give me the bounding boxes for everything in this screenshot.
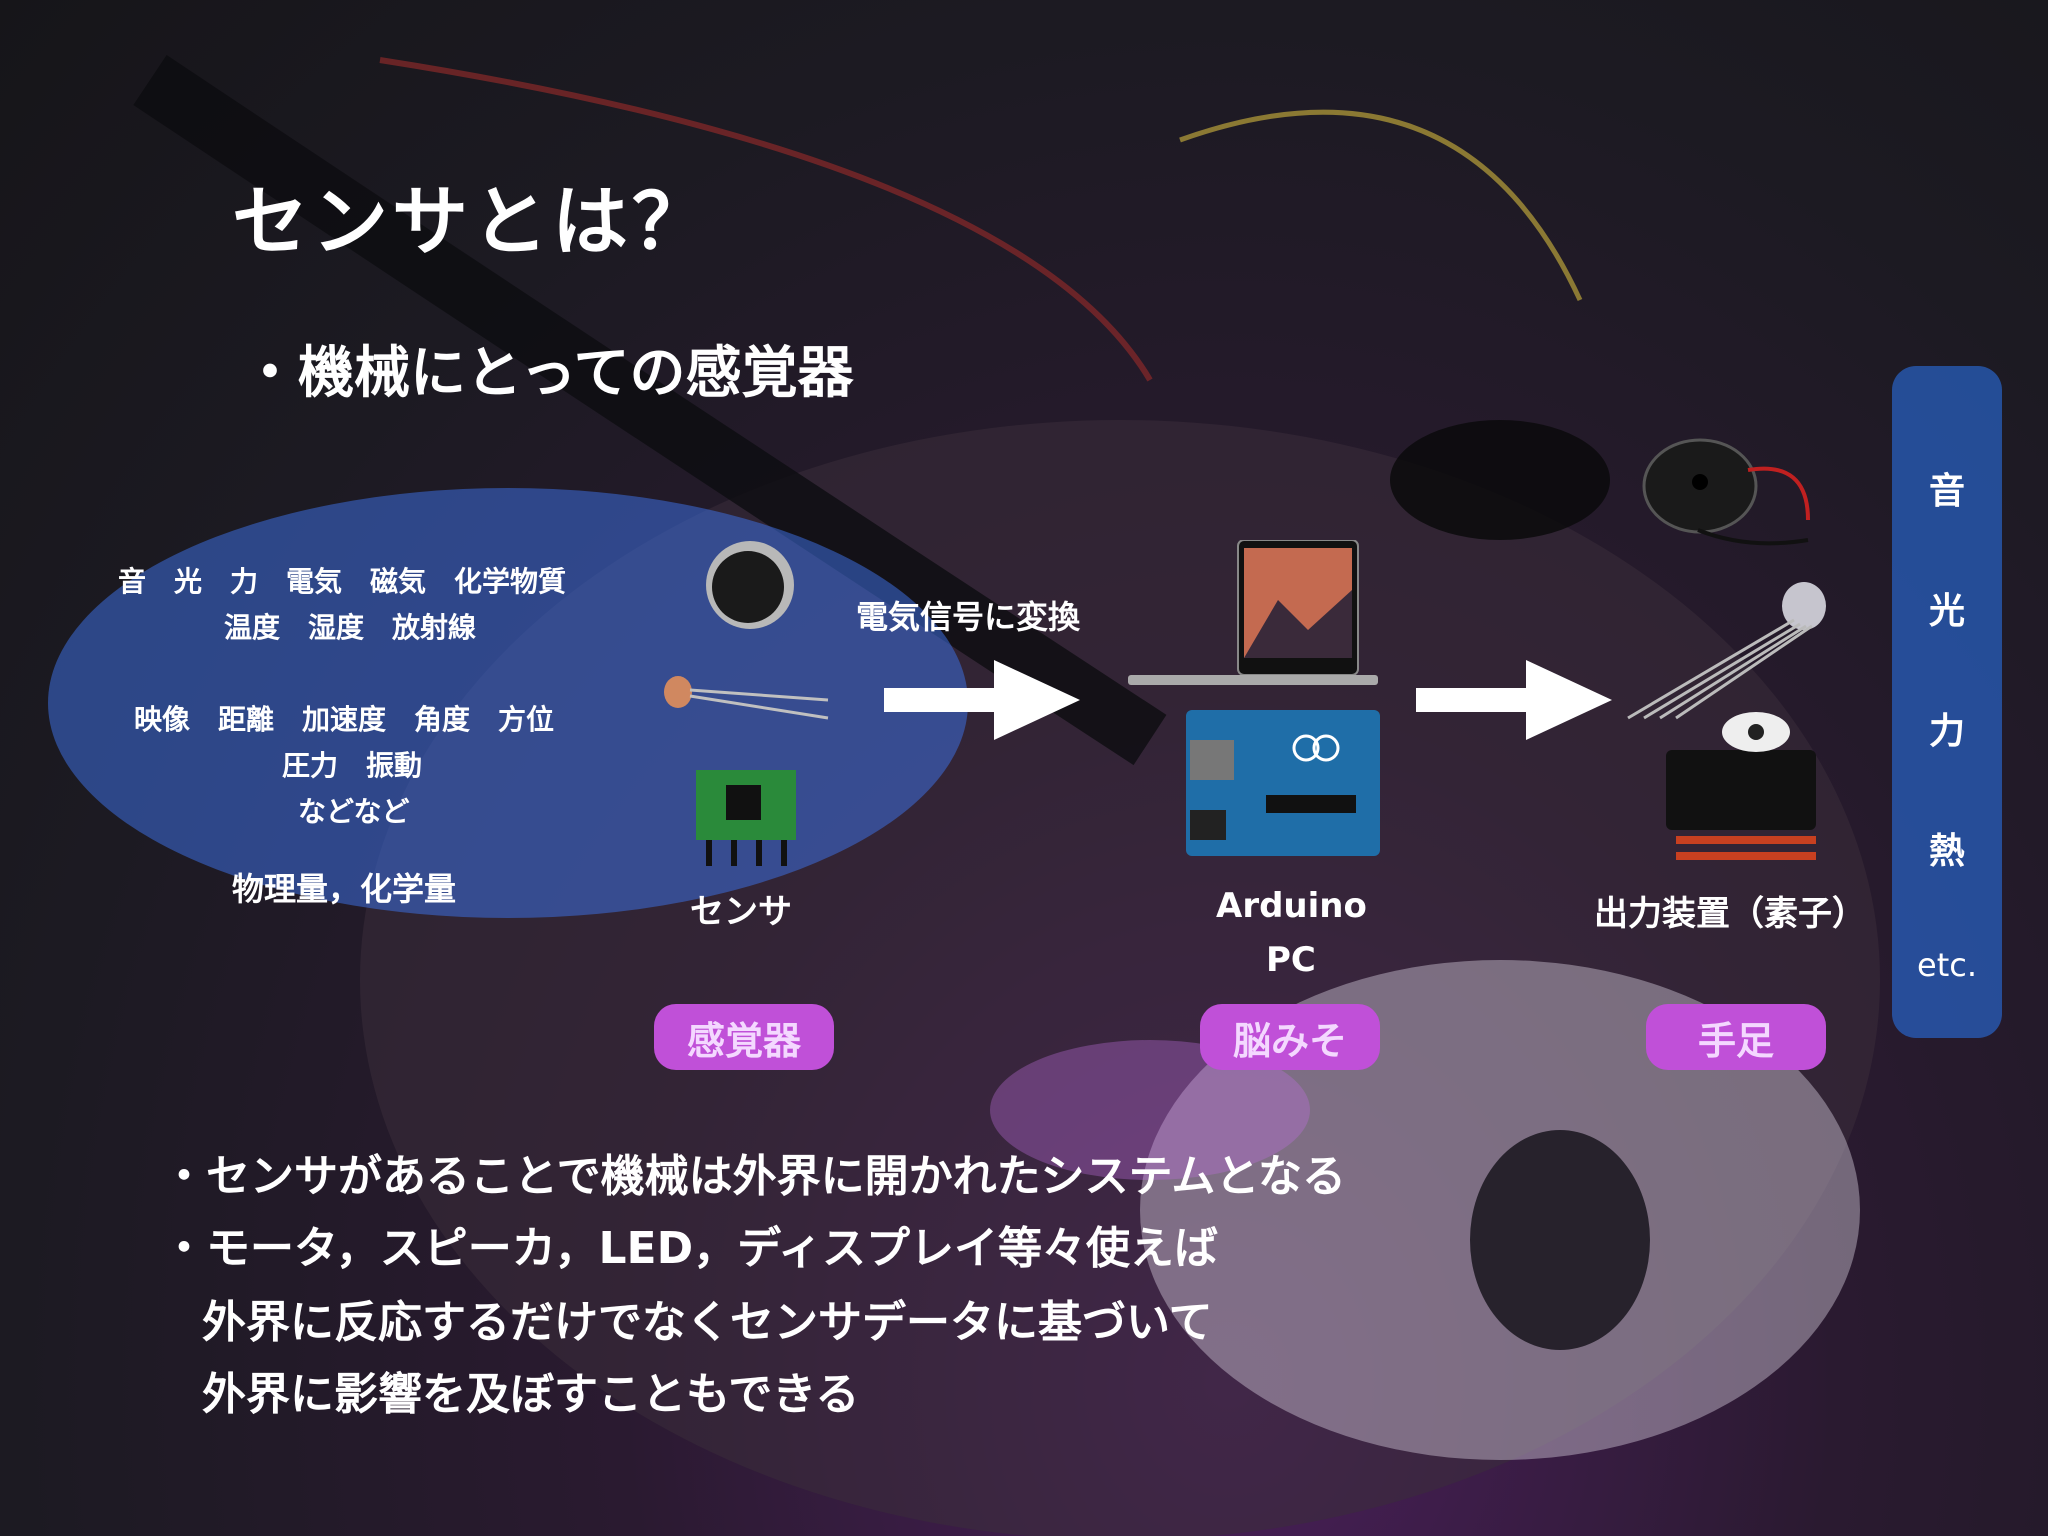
servo-motor-icon xyxy=(1666,712,1816,860)
pc-label: PC xyxy=(1266,940,1316,980)
output-device-label: 出力装置（素子） xyxy=(1594,894,1866,934)
photoresistor-sensor-icon xyxy=(664,676,829,720)
arrow-right-icon xyxy=(884,660,1080,740)
bullet-continuation: 外界に影響を及ぼすこともできる xyxy=(202,1369,860,1420)
quantities-line: などなど xyxy=(298,795,410,828)
quantities-ellipse xyxy=(48,488,968,918)
output-item-light: 光 xyxy=(1928,591,1965,632)
led-icon xyxy=(1627,582,1826,720)
quantities-summary: 物理量，化学量 xyxy=(232,870,457,908)
output-item-heat: 熱 xyxy=(1928,831,1965,872)
quantities-line: 圧力 振動 xyxy=(282,749,423,782)
bullet-point: ・センサがあることで機械は外界に開かれたシステムとなる xyxy=(162,1151,1347,1202)
output-item-etc: etc. xyxy=(1917,946,1977,984)
limbs-badge: 手足 xyxy=(1646,1004,1826,1070)
quantities-line: 温度 湿度 放射線 xyxy=(224,611,477,644)
laptop-icon xyxy=(1128,540,1378,685)
outputs-sidebar: 音 光 力 熱 etc. xyxy=(1892,366,2002,1038)
bullet-point: ・モータ，スピーカ，LED，ディスプレイ等々使えば xyxy=(162,1223,1219,1274)
quantities-line: 音 光 力 電気 磁気 化学物質 xyxy=(118,565,567,598)
slide-title: センサとは？ xyxy=(232,177,712,266)
output-item-sound: 音 xyxy=(1928,471,1965,512)
accelerometer-board-icon xyxy=(696,770,796,866)
sensor-label: センサ xyxy=(690,892,792,932)
bullet-continuation: 外界に反応するだけでなくセンサデータに基づいて xyxy=(202,1297,1213,1348)
brain-badge: 脳みそ xyxy=(1200,1004,1380,1070)
slide-subtitle: ・機械にとっての感覚器 xyxy=(242,341,854,406)
output-item-force: 力 xyxy=(1928,711,1965,752)
buzzer-icon xyxy=(1642,438,1810,546)
convert-label: 電気信号に変換 xyxy=(856,598,1081,636)
microphone-sensor-icon xyxy=(706,541,794,629)
arrow-right-icon xyxy=(1416,660,1612,740)
arduino-board-icon xyxy=(1186,710,1380,856)
quantities-line: 映像 距離 加速度 角度 方位 xyxy=(134,703,555,736)
arduino-label: Arduino xyxy=(1216,886,1367,926)
sense-organ-badge: 感覚器 xyxy=(654,1004,834,1070)
